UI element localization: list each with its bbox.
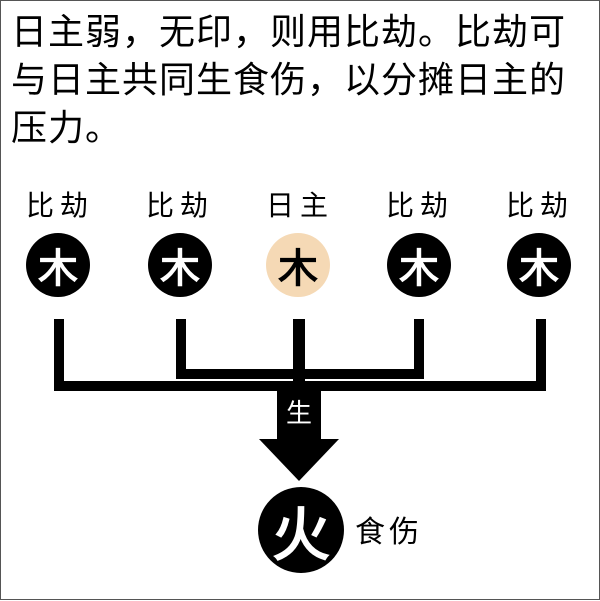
arrow-label: 生 xyxy=(285,399,312,429)
fire-node: 火 xyxy=(258,487,344,573)
wood-node-2: 木 xyxy=(148,233,212,297)
connector-inner-left xyxy=(176,319,186,377)
connector-outer-left xyxy=(54,319,64,389)
day-master-node: 木 xyxy=(266,233,330,297)
output-label: 食伤 xyxy=(355,515,423,550)
node-label-5: 比劫 xyxy=(505,189,574,222)
node-label-4: 比劫 xyxy=(385,189,454,222)
arrowhead xyxy=(259,439,339,481)
node-label-2: 比劫 xyxy=(145,189,214,222)
connector-outer-right xyxy=(536,319,546,389)
wood-node-4: 木 xyxy=(387,233,451,297)
caption-text: 日主弱，无印，则用比劫。比劫可与日主共同生食伤，以分摊日主的压力。 xyxy=(11,12,567,149)
connector-center-stem xyxy=(293,319,305,391)
wood-node-5: 木 xyxy=(507,233,571,297)
node-label-day-master: 日主 xyxy=(265,189,334,222)
wood-node-1: 木 xyxy=(26,233,90,297)
arrow-shaft xyxy=(277,389,321,441)
connector-inner-right xyxy=(414,319,424,377)
node-label-1: 比劫 xyxy=(25,189,94,222)
